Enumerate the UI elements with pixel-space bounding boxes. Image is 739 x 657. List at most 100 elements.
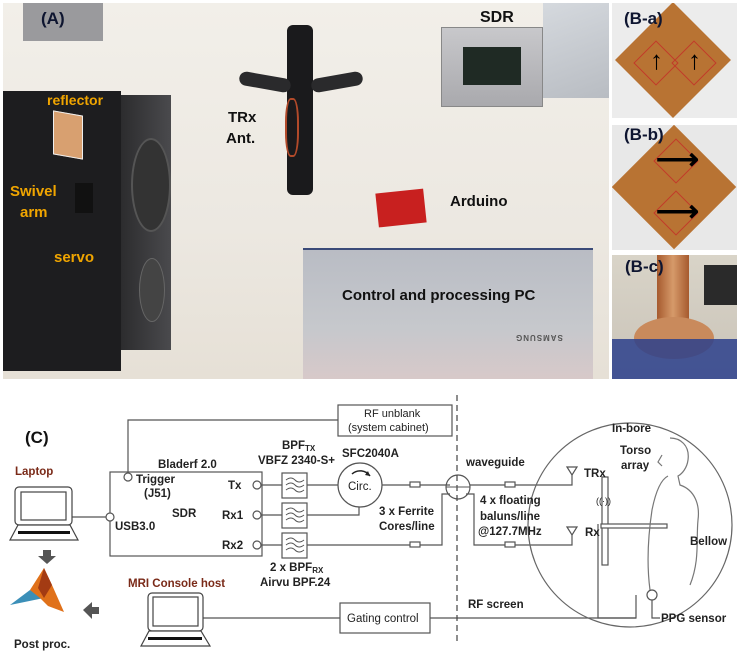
panel-a-tag: (A) [41, 9, 65, 28]
laptop-title: Laptop [15, 466, 53, 478]
wire-trx-in-bore [470, 475, 573, 486]
speaker-driver-bottom [139, 258, 165, 322]
port-trigger [123, 472, 133, 482]
wire-gating-ppg [430, 595, 637, 619]
arrow-right-top-icon: ⟶ [656, 143, 700, 176]
label-trx-ant-1: TRx [228, 109, 257, 126]
panel-b-b-tag: (B-b) [624, 125, 664, 144]
usb-label: USB3.0 [115, 521, 155, 533]
circulator-label: Circ. [348, 481, 372, 493]
filter-wave-icon [285, 507, 305, 523]
post-proc-label: Post proc. [14, 639, 70, 651]
trigger-label-1: Trigger [136, 474, 176, 486]
baluns-label-2: baluns/line [480, 511, 540, 523]
sdr-lid [543, 3, 609, 98]
arduino-board [375, 188, 427, 228]
panel-b-a-tag: (B-a) [624, 9, 663, 28]
rf-unblank-label-2: (system cabinet) [348, 422, 429, 434]
sdr-label: SDR [172, 508, 197, 520]
wireless-icon: ((·)) [596, 496, 611, 506]
ppg-sensor-icon [646, 589, 658, 601]
label-trx-ant-2: Ant. [226, 130, 256, 147]
port-usb [105, 512, 115, 522]
trigger-label-2: (J51) [144, 488, 171, 500]
servo [75, 183, 93, 213]
baluns-label-1: 4 x floating [480, 495, 541, 507]
port-tx [252, 480, 262, 490]
arrow-left-icon [83, 602, 99, 619]
speaker-driver-top [131, 138, 171, 232]
gating-label: Gating control [347, 613, 419, 625]
photo-setup: (A) SDR reflector TRx Ant. Swivel arm se… [3, 3, 609, 379]
bpf-rx-part: Airvu BPF.24 [260, 577, 331, 589]
tripod-leg-left [238, 70, 292, 94]
ferrite-label-1: 3 x Ferrite [379, 506, 434, 518]
ferrite-tx [409, 481, 421, 488]
filter-wave-icon [285, 537, 305, 553]
matlab-logo-icon [10, 568, 64, 612]
ppg-label: PPG sensor [661, 613, 727, 625]
baluns-label-3: @127.7MHz [478, 526, 542, 538]
port-rx1 [252, 510, 262, 520]
torso-label-1: Torso [620, 445, 651, 457]
rf-screen-label: RF screen [468, 599, 524, 611]
arrow-up-right-icon: ↑ [688, 45, 701, 75]
laptop-icon [9, 486, 79, 541]
laptop-brand: SAMSUNG [515, 333, 563, 342]
port-rx2 [252, 540, 262, 550]
trx-antenna-loop [285, 98, 299, 157]
label-swivel-2: arm [20, 204, 48, 221]
wire-rx1 [262, 507, 360, 516]
label-pc: Control and processing PC [342, 287, 536, 304]
blue-holder [612, 339, 737, 379]
photo-antenna-b-b: ⟶ ⟶ (B-b) [612, 125, 737, 250]
wire-ppg-sensor [651, 600, 660, 619]
circulator [337, 462, 383, 508]
waveguide-label: waveguide [465, 457, 525, 469]
arrow-down-icon [38, 550, 56, 564]
port-rx2-label: Rx2 [222, 540, 243, 552]
ferrite-rx [409, 541, 421, 548]
bpf-tx-part: VBFZ 2340-S+ [258, 455, 335, 467]
sdr-box [109, 471, 263, 557]
arrow-right-bottom-icon: ⟶ [656, 195, 700, 228]
wire-rx-in-bore [466, 493, 573, 546]
arrow-up-left-icon: ↑ [650, 45, 663, 75]
rx-label: Rx [585, 527, 600, 539]
gating-box [339, 602, 431, 634]
mri-console-label: MRI Console host [128, 578, 225, 590]
port-tx-label: Tx [228, 480, 242, 492]
port-rx1-label: Rx1 [222, 510, 244, 522]
support-post [597, 524, 636, 619]
antenna-rx-icon [565, 526, 579, 537]
dark-box [704, 265, 737, 305]
antenna-trx-icon [565, 466, 579, 477]
laptop-lid [303, 248, 593, 379]
label-sdr: SDR [480, 9, 514, 26]
console-laptop-icon [140, 592, 212, 647]
in-bore-label: In-bore [612, 423, 651, 435]
photo-antenna-b-a: ↑ ↑ (B-a) [612, 3, 737, 118]
wire-trigger-unblank [127, 419, 338, 477]
photo-antenna-b-c: (B-c) [612, 255, 737, 379]
bpf-tx-label: BPFTX [282, 440, 316, 453]
label-reflector: reflector [47, 92, 104, 108]
label-arduino: Arduino [450, 193, 508, 210]
reflector-plate [53, 110, 83, 160]
panel-c-tag: (C) [25, 428, 49, 447]
circulator-part: SFC2040A [342, 448, 399, 460]
circulator-arrowhead [365, 471, 370, 476]
label-swivel-1: Swivel [10, 183, 57, 200]
balun-trx [504, 481, 516, 488]
person-silhouette [647, 437, 700, 591]
ferrite-label-2: Cores/line [379, 521, 435, 533]
wire-rx2 [262, 493, 450, 546]
tripod-leg-right [310, 70, 364, 94]
balun-rx [504, 541, 516, 548]
bpf-rx-label: 2 x BPFRX [270, 562, 324, 575]
mount-block [23, 3, 103, 41]
sdr-title: Bladerf 2.0 [158, 459, 217, 471]
trx-label: TRx [584, 468, 606, 480]
panel-b-c-tag: (B-c) [625, 257, 664, 276]
sdr-board [463, 47, 521, 85]
